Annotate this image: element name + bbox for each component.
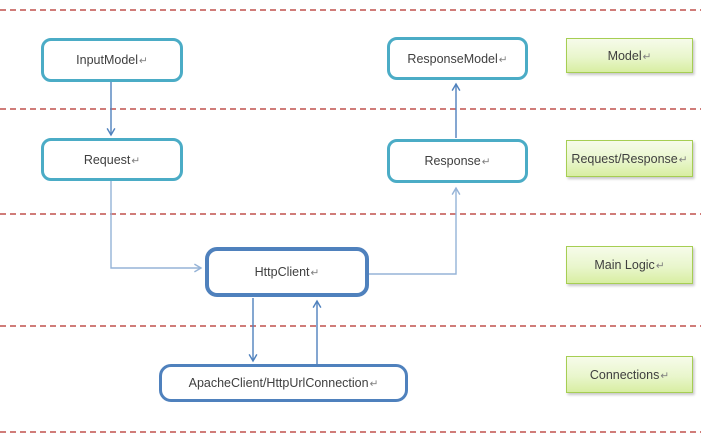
node-response: Response↵	[387, 139, 528, 183]
node-http-client: HttpClient↵	[205, 247, 369, 297]
eol-mark: ↵	[678, 153, 688, 166]
eol-mark: ↵	[369, 378, 379, 390]
node-response-model: ResponseModel↵	[387, 37, 528, 80]
eol-mark: ↵	[310, 267, 320, 279]
layer-label-request-response: Request/Response↵	[566, 140, 693, 177]
layer-label-connections: Connections↵	[566, 356, 693, 393]
node-input-model-label: InputModel	[76, 53, 139, 67]
eol-mark: ↵	[498, 53, 508, 66]
layer-label-main-logic: Main Logic↵	[566, 246, 693, 284]
node-input-model: InputModel↵	[41, 38, 183, 82]
edge-httpclient-to-response	[369, 186, 461, 275]
layer-label-main-logic-text: Main Logic	[594, 258, 655, 272]
layer-label-request-response-text: Request/Response	[571, 151, 678, 166]
eol-mark: ↵	[131, 154, 141, 167]
eol-mark: ↵	[642, 50, 652, 63]
node-response-label: Response	[424, 154, 481, 168]
node-request-label: Request	[83, 152, 131, 167]
eol-mark: ↵	[660, 369, 670, 382]
layer-label-connections-text: Connections	[589, 367, 660, 382]
node-apache-client: ApacheClient/HttpUrlConnection↵	[159, 364, 408, 402]
edge-request-to-httpclient	[110, 181, 203, 273]
node-response-model-label: ResponseModel	[407, 51, 498, 66]
layer-label-model-text: Model	[607, 48, 642, 63]
node-http-client-label: HttpClient	[254, 265, 310, 279]
node-request: Request↵	[41, 138, 183, 181]
eol-mark: ↵	[655, 260, 665, 272]
node-apache-client-label: ApacheClient/HttpUrlConnection	[188, 376, 369, 390]
layer-label-model: Model↵	[566, 38, 693, 73]
eol-mark: ↵	[481, 156, 491, 168]
eol-mark: ↵	[139, 55, 148, 67]
